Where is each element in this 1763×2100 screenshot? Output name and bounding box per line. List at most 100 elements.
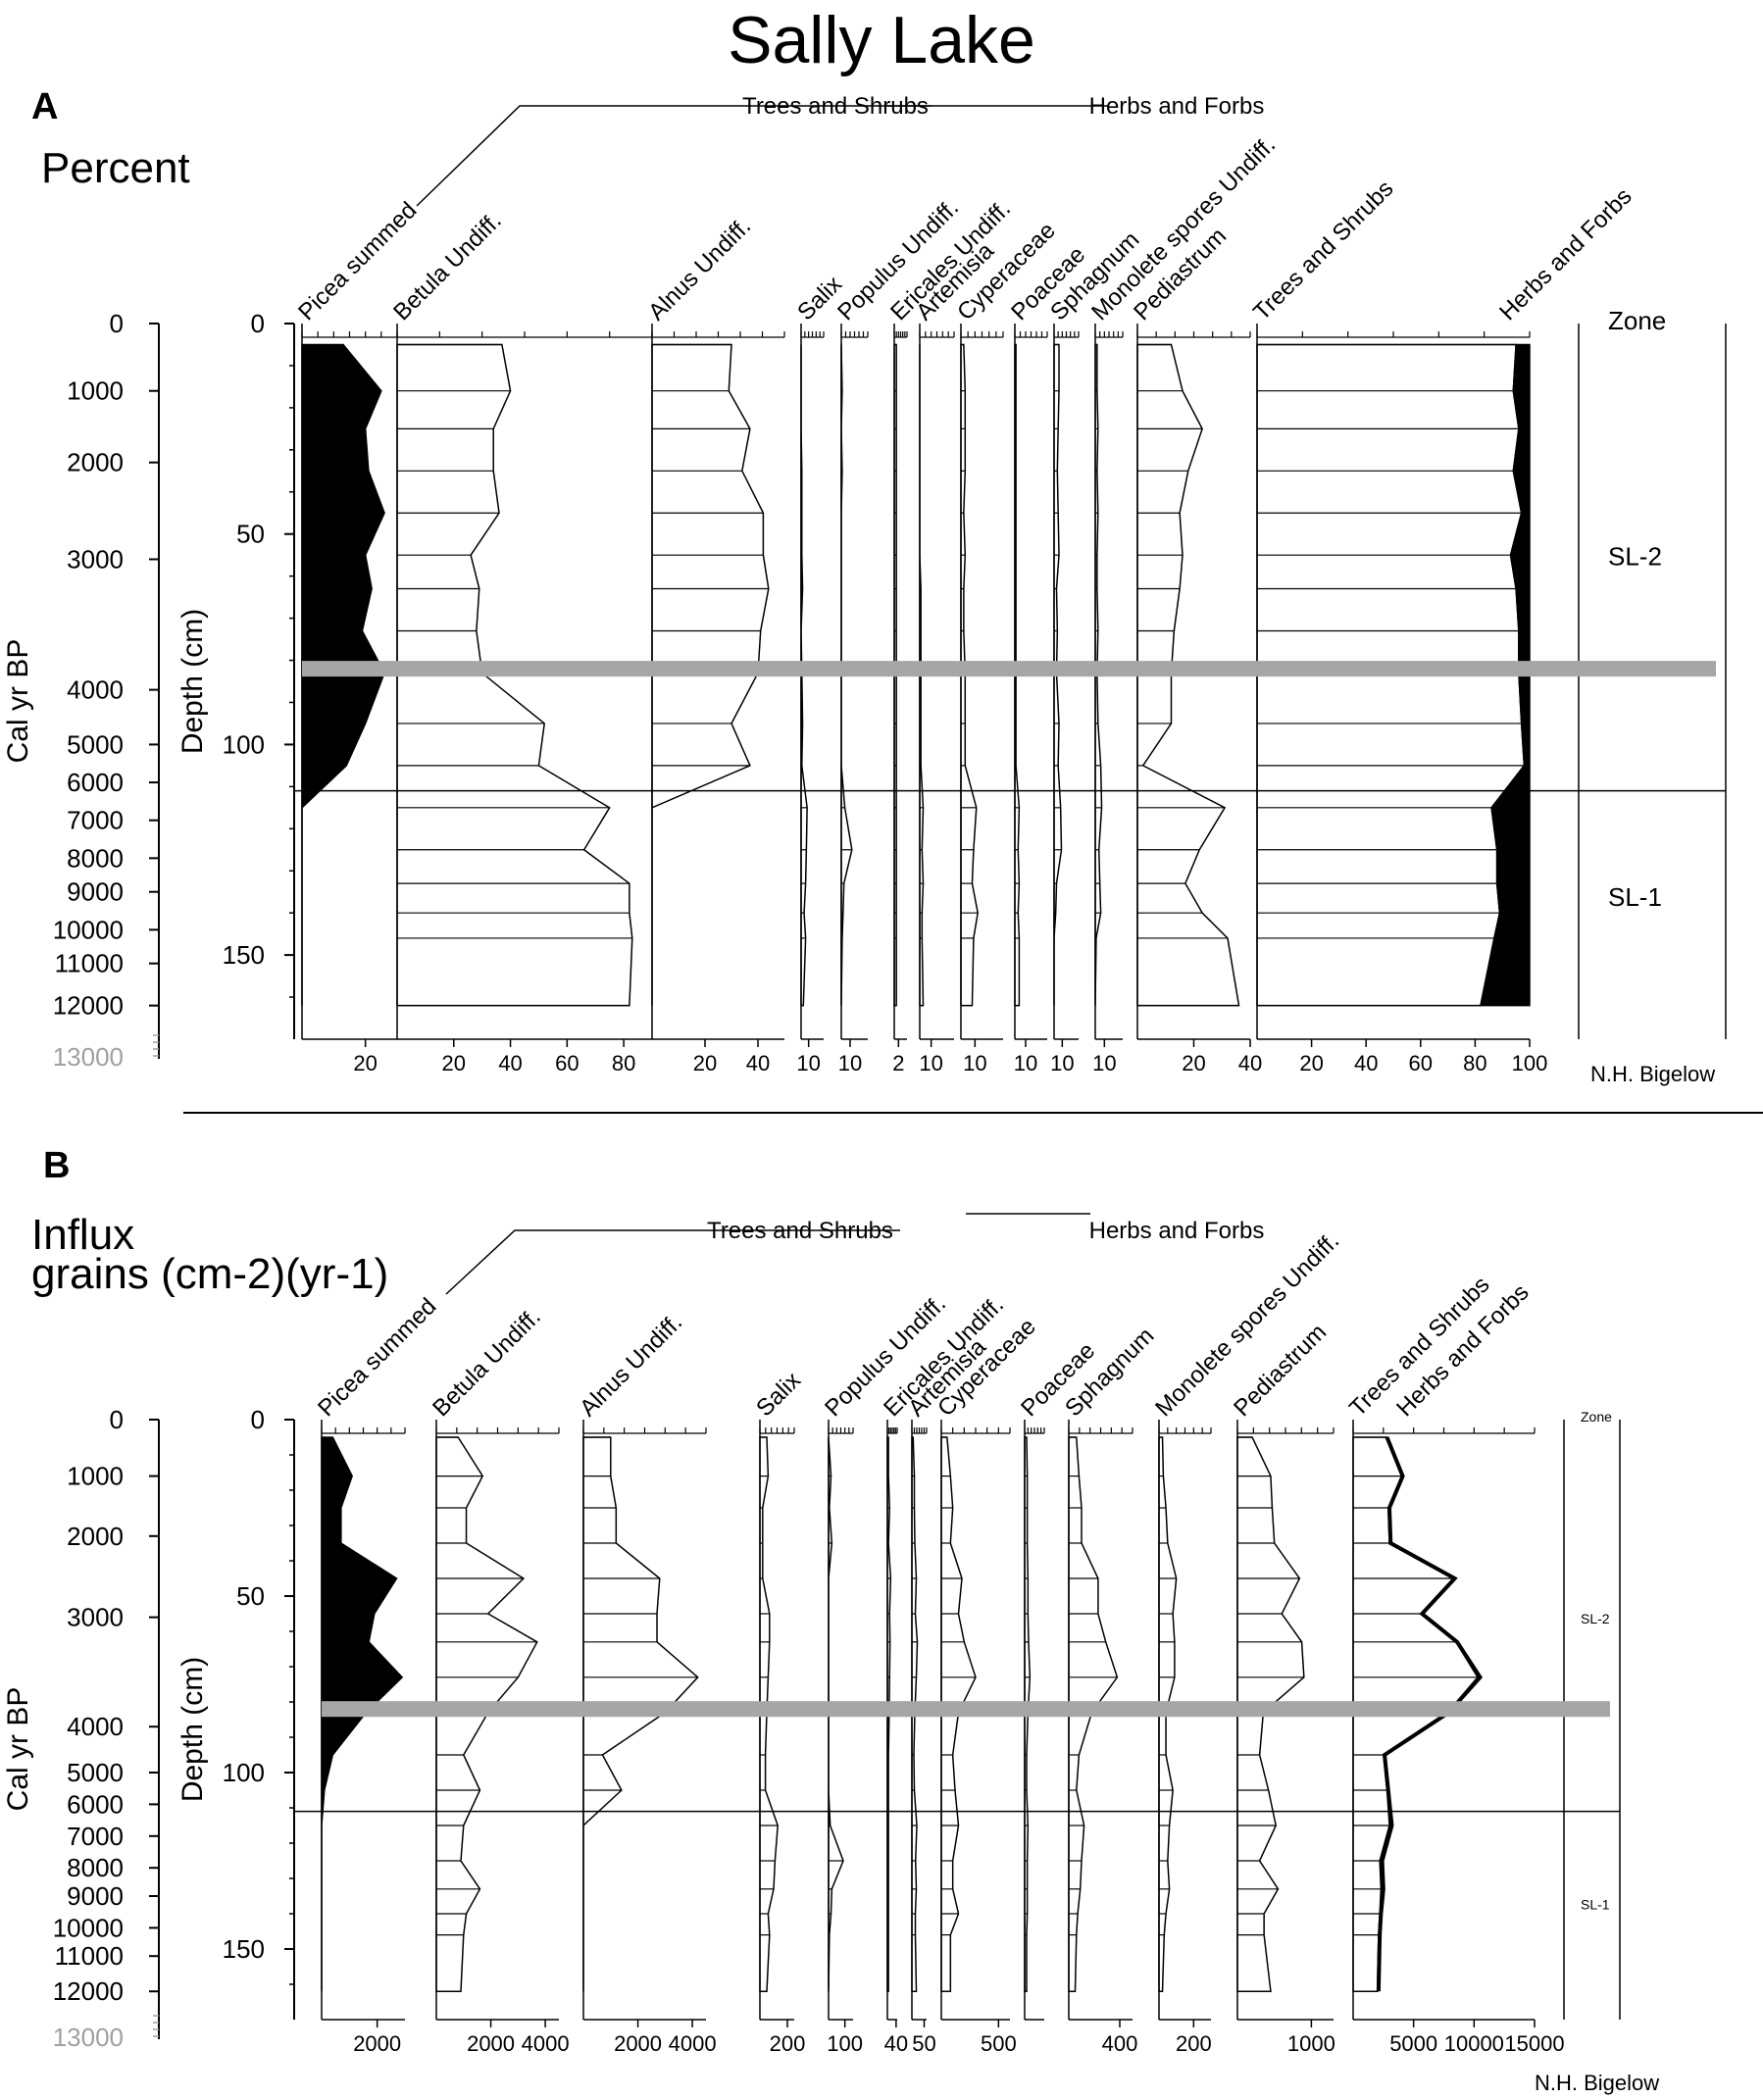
panel-b-letter: B [43, 1145, 71, 1186]
panel-a-cal-tick-label: 13000 [53, 1042, 124, 1072]
panel-a-cal-tick-label: 3000 [67, 544, 124, 574]
panel-b-pediastrum-area [1236, 1436, 1305, 1992]
panel-a-credit: N.H. Bigelow [1590, 1062, 1716, 1086]
panel-a-cyperaceae-bottom-tick-label: 10 [963, 1051, 986, 1075]
panel-a-cal-tick-label: 7000 [67, 806, 124, 835]
panel-b-salix-bottom-tick-label: 200 [770, 2031, 806, 2056]
panel-a-depth-axis-label: Depth (cm) [176, 609, 209, 754]
panel-b-salix-label: Salix [751, 1367, 806, 1422]
panel-b-cal-tick-label: 5000 [67, 1758, 124, 1787]
panel-a-populus-undiff-area [840, 344, 853, 1006]
panel-a-depth-tick-label: 150 [223, 940, 265, 970]
panel-b-pediastrum-bottom-tick-label: 1000 [1287, 2031, 1335, 2056]
panel-a-ericales-undiff-area [893, 343, 897, 1007]
panel-b-cal-tick-label: 0 [110, 1405, 124, 1434]
panel-a-poaceae-area [1014, 343, 1021, 1007]
panel-b-cal-tick-label: 4000 [67, 1712, 124, 1741]
panel-b-subtitle: Influx [31, 1211, 135, 1259]
panel-a-pediastrum-bottom-tick-label: 20 [1182, 1051, 1205, 1075]
panel-a-alnus-undiff-bottom-tick-label: 40 [746, 1051, 770, 1075]
panel-a-cal-tick-label: 5000 [67, 729, 124, 759]
panel-b-depth-tick-label: 100 [223, 1758, 265, 1787]
panel-b-trees-and-shrubs-bottom-tick-label: 15000 [1504, 2031, 1564, 2056]
panel-a-zone-label: SL-1 [1608, 882, 1662, 912]
panel-a-cal-tick-label: 10000 [53, 915, 124, 944]
panel-a-cal-tick-label: 1000 [67, 376, 124, 406]
panel-b-depth-axis-label: Depth (cm) [176, 1657, 209, 1802]
panel-b-monolete-spores-undiff-bottom-tick-label: 200 [1176, 2031, 1212, 2056]
panel-a-marker-band [302, 661, 1716, 677]
panel-b-trees-and-shrubs-bottom-tick-label: 10000 [1444, 2031, 1504, 2056]
panel-b-betula-undiff-area [435, 1436, 538, 1992]
panel-b-cal-tick-label: 10000 [53, 1913, 124, 1942]
panel-b-marker-band [322, 1701, 1610, 1718]
panel-b-poaceae-area [1024, 1436, 1032, 1992]
panel-b-depth-tick-label: 0 [251, 1405, 265, 1434]
panel-a-depth-tick-label: 0 [251, 309, 265, 338]
panel-b-cal-tick-label: 2000 [67, 1522, 124, 1551]
panel-a-betula-undiff-bottom-tick-label: 20 [442, 1051, 466, 1075]
panel-a-cal-tick-label: 0 [110, 309, 124, 338]
panel-a-letter: A [31, 86, 59, 127]
panel-b-cal-tick-label: 9000 [67, 1881, 124, 1911]
panel-a-betula-undiff-area [396, 343, 633, 1007]
panel-a-cal-tick-label: 4000 [67, 675, 124, 705]
panel-b-cal-tick-label: 3000 [67, 1603, 124, 1632]
panel-b-monolete-spores-undiff-area [1158, 1436, 1178, 1992]
panel-b-zone-label: SL-2 [1581, 1611, 1610, 1626]
panel-a-subtitle: Percent [41, 144, 190, 192]
panel-b-alnus-undiff-label: Alnus Undiff. [575, 1309, 687, 1422]
panel-b-betula-undiff-label: Betula Undiff. [428, 1304, 546, 1423]
panel-b-cyperaceae-area [940, 1436, 977, 1992]
panel-a-betula-undiff-bottom-tick-label: 60 [555, 1051, 579, 1075]
panel-a-monolete-spores-undiff-label: Monolete spores Undiff. [1086, 131, 1281, 325]
panel-b-cal-tick-label: 1000 [67, 1462, 124, 1491]
panel-b-zone-header: Zone [1581, 1409, 1612, 1425]
panel-a-pediastrum-area [1136, 343, 1240, 1007]
panel-a-alnus-undiff-label: Alnus Undiff. [643, 213, 756, 325]
panel-a-herbs-and-forbs-label: Herbs and Forbs [1494, 183, 1637, 325]
panel-b-cyperaceae-bottom-tick-label: 500 [981, 2031, 1017, 2056]
panel-a-salix-bottom-tick-label: 10 [796, 1051, 820, 1075]
panel-a-cal-tick-label: 12000 [53, 991, 124, 1021]
panel-b-group-leader-line [445, 1229, 900, 1295]
panel-b-alnus-undiff-bottom-tick-label: 4000 [669, 2031, 717, 2056]
panel-b-subtitle-line2: grains (cm-2)(yr-1) [31, 1250, 389, 1298]
panel-a-betula-undiff-bottom-tick-label: 80 [612, 1051, 635, 1075]
panel-b-picea-summed-bottom-tick-label: 2000 [353, 2031, 401, 2056]
panel-a-salix-label: Salix [792, 271, 847, 325]
panel-a-trees-and-shrubs-label: Trees and Shrubs [1248, 175, 1398, 325]
panel-b-cal-tick-label: 8000 [67, 1853, 124, 1882]
panel-a-betula-undiff-bottom-tick-label: 40 [498, 1051, 522, 1075]
panel-b-artemisia-bottom-tick-label: 50 [912, 2031, 935, 2056]
panel-a-cal-tick-label: 11000 [55, 949, 124, 978]
panel-b-salix-area [759, 1436, 779, 1992]
panel-b-populus-undiff-area [828, 1436, 844, 1992]
panel-b-depth-tick-label: 50 [236, 1581, 265, 1611]
panel-a-cal-tick-label: 8000 [67, 843, 124, 873]
panel-a-trees-and-shrubs-bottom-tick-label: 40 [1354, 1051, 1378, 1075]
panel-a-trees-and-shrubs-bottom-tick-label: 20 [1299, 1051, 1323, 1075]
panel-b-ericales-undiff-area [886, 1436, 892, 1992]
panel-a-trees-and-shrubs-bottom-tick-label: 100 [1512, 1051, 1548, 1075]
panel-b-trees-and-shrubs-bottom-tick-label: 5000 [1389, 2031, 1437, 2056]
panel-b-betula-undiff-bottom-tick-label: 4000 [522, 2031, 570, 2056]
panel-a-zone-label: SL-2 [1608, 541, 1662, 571]
panel-b-betula-undiff-bottom-tick-label: 2000 [467, 2031, 515, 2056]
panel-b-cal-tick-label: 13000 [53, 2023, 124, 2052]
panel-b-group-label-herbs: Herbs and Forbs [1089, 1218, 1265, 1244]
panel-a-monolete-spores-undiff-bottom-tick-label: 10 [1092, 1051, 1116, 1075]
panel-b-cal-axis-label: Cal yr BP [2, 1687, 34, 1812]
panel-a-cal-tick-label: 6000 [67, 768, 124, 797]
panel-a-cal-tick-label: 9000 [67, 877, 124, 907]
figure-title: Sally Lake [728, 3, 1035, 77]
panel-a-group-leader-line [416, 105, 932, 207]
panel-b-zone-label: SL-1 [1581, 1896, 1610, 1912]
panel-b-cal-tick-label: 11000 [55, 1941, 124, 1971]
panel-a-alnus-undiff-bottom-tick-label: 20 [693, 1051, 717, 1075]
panel-a-ericales-undiff-bottom-tick-label: 2 [892, 1051, 904, 1075]
panel-a-cal-axis-label: Cal yr BP [2, 639, 34, 764]
panel-a-picea-summed-bottom-tick-label: 20 [353, 1051, 377, 1075]
panel-a-depth-tick-label: 50 [236, 520, 265, 549]
